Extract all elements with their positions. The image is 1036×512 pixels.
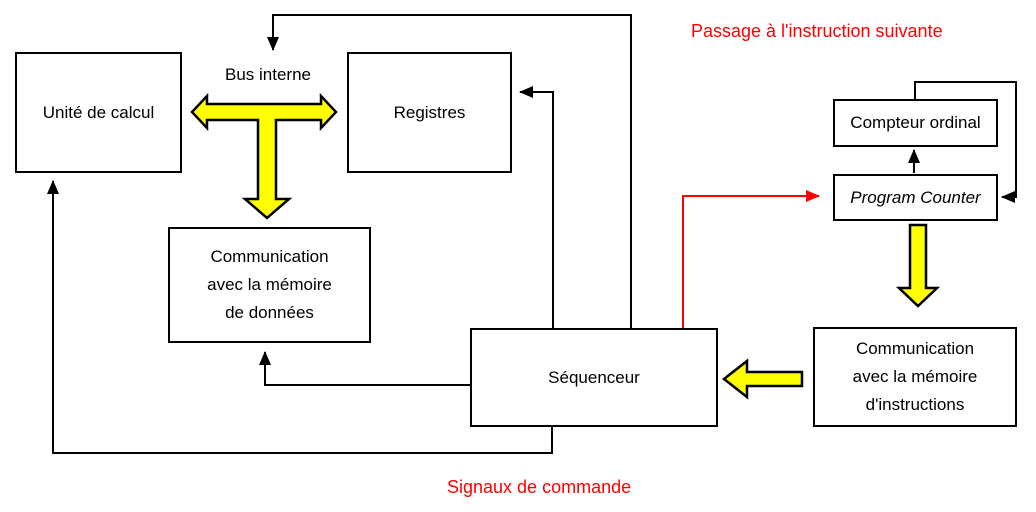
box-unite-de-calcul-label: Unité de calcul (42, 102, 155, 122)
box-communication-memoire-donnees-line3: de données (225, 303, 314, 322)
box-registres: Registres (347, 52, 512, 173)
box-communication-memoire-instructions: Communication avec la mémoire d'instruct… (813, 327, 1017, 427)
wire-sequenceur-to-memoire-donnees (259, 351, 470, 386)
program-counter-to-memoire-instructions-arrow (895, 223, 941, 308)
box-program-counter-label: Program Counter (850, 187, 981, 207)
passage-instruction-suivante-label: Passage à l'instruction suivante (691, 21, 943, 41)
box-sequenceur: Séquenceur (470, 328, 718, 427)
box-registres-label: Registres (393, 102, 466, 122)
box-compteur-ordinal-label: Compteur ordinal (850, 113, 981, 132)
box-communication-memoire-instructions-line1: Communication (855, 339, 975, 358)
wire-sequenceur-to-program-counter-red (682, 190, 820, 328)
box-sequenceur-label: Séquenceur (548, 367, 640, 387)
memoire-instructions-to-sequenceur-arrow (721, 358, 804, 400)
box-compteur-ordinal: Compteur ordinal (833, 99, 998, 147)
box-communication-memoire-donnees: Communication avec la mémoire de données (168, 227, 371, 343)
box-communication-memoire-donnees-line2: avec la mémoire (207, 275, 332, 294)
bus-interne-label: Bus interne (225, 65, 311, 84)
bus-interne-arrow (190, 92, 338, 220)
signaux-de-commande-label: Signaux de commande (447, 477, 632, 497)
box-program-counter: Program Counter (833, 174, 998, 221)
wire-sequenceur-to-registres (519, 86, 554, 328)
box-communication-memoire-instructions-line2: avec la mémoire (852, 367, 978, 386)
box-unite-de-calcul: Unité de calcul (15, 52, 182, 173)
box-communication-memoire-instructions-line3: d'instructions (865, 395, 965, 414)
box-communication-memoire-donnees-line1: Communication (210, 247, 329, 266)
